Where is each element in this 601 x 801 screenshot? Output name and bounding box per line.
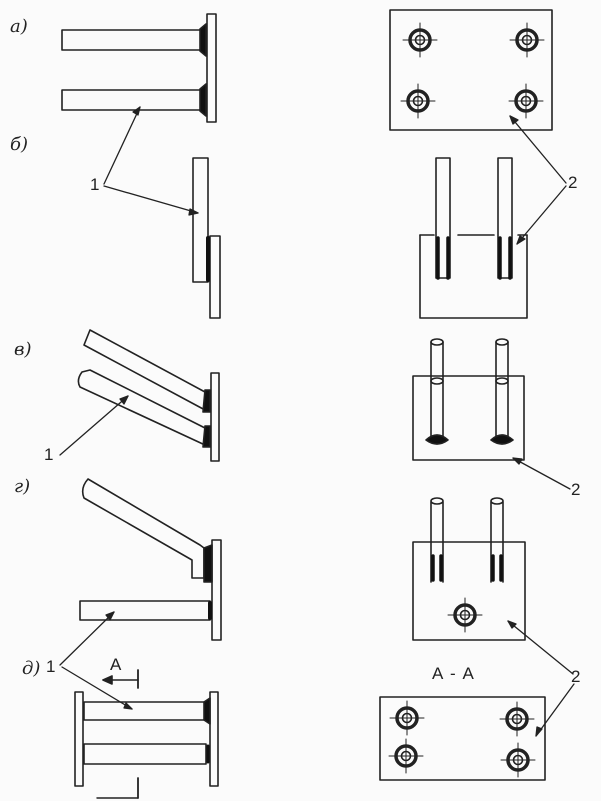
variant-label-b: б) <box>10 134 29 155</box>
plate <box>74 691 84 787</box>
variant-label-c: в) <box>14 339 32 360</box>
plate <box>389 9 553 131</box>
section-title: А - А <box>432 664 475 683</box>
plate <box>209 235 221 319</box>
weld <box>199 23 207 57</box>
variant-d-front-view <box>412 497 526 641</box>
callout-2-label: 2 <box>568 173 578 192</box>
variant-a-side-view <box>61 13 217 123</box>
hole <box>500 742 536 778</box>
plate <box>206 13 217 123</box>
rod <box>79 600 211 621</box>
hole <box>447 597 483 633</box>
plate <box>211 539 222 641</box>
plate <box>419 234 528 319</box>
variant-b-side-view <box>192 157 221 319</box>
hole <box>388 738 424 774</box>
callout-1-leaders <box>59 106 199 710</box>
rod <box>495 341 509 441</box>
rod <box>430 341 444 441</box>
bent-rod <box>81 478 205 579</box>
hole <box>499 701 535 737</box>
rod <box>430 501 444 583</box>
rod <box>497 157 513 279</box>
rod <box>61 89 205 111</box>
hole <box>389 700 425 736</box>
callout-2-label: 2 <box>571 667 581 686</box>
callout-1-label: 1 <box>44 445 54 464</box>
hole <box>402 22 438 58</box>
variant-label-e: д) <box>22 658 41 679</box>
variant-c-side-view <box>77 329 220 462</box>
rod <box>61 29 205 51</box>
variant-label-a: а) <box>10 16 28 37</box>
callout-1-label: 1 <box>46 657 56 676</box>
variant-e-side-view <box>74 669 219 799</box>
callout-2-label: 2 <box>571 480 581 499</box>
plate <box>412 375 525 461</box>
variant-b-front-view <box>419 157 528 319</box>
variant-a-front-view <box>389 9 553 131</box>
variant-c-front-view <box>412 338 525 461</box>
hole <box>508 83 544 119</box>
plate <box>412 541 526 641</box>
rod <box>435 157 451 279</box>
weld <box>202 389 211 413</box>
rod <box>192 157 209 283</box>
weld <box>199 83 207 117</box>
plate <box>209 691 219 787</box>
callout-1-label: 1 <box>90 175 100 194</box>
callout-2-leaders <box>507 115 575 737</box>
weld <box>202 425 211 448</box>
hole <box>400 83 436 119</box>
variant-d-side-view <box>79 478 222 641</box>
weld <box>203 544 213 583</box>
section-marker-label: А <box>110 655 122 674</box>
variant-label-d: г) <box>14 476 31 497</box>
rod <box>83 743 207 765</box>
rod <box>490 501 504 583</box>
plate <box>210 372 220 462</box>
section-a-a-view <box>379 696 546 781</box>
plate <box>379 696 546 781</box>
hole <box>509 22 545 58</box>
rod <box>83 701 207 721</box>
